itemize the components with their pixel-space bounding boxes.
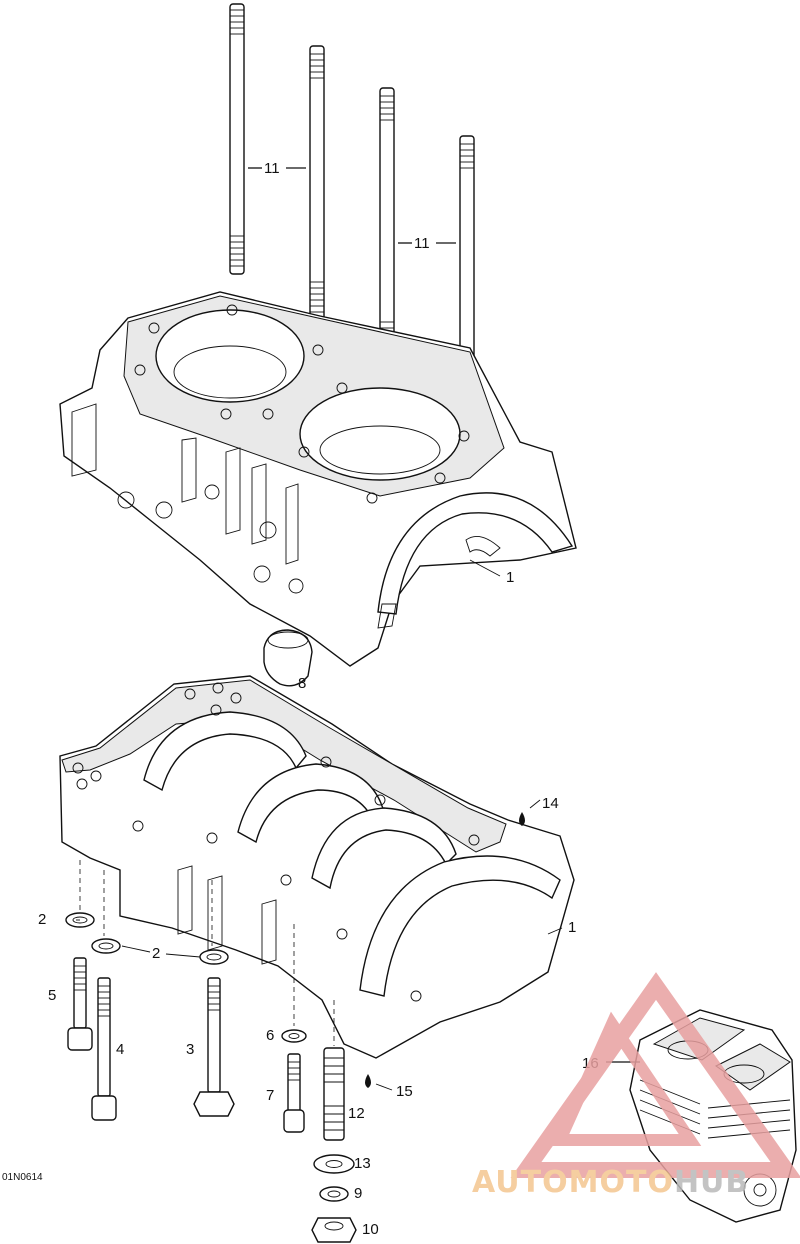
callout-1-lower: 1 <box>568 919 576 936</box>
washer-13 <box>313 1154 355 1174</box>
nut-10 <box>311 1217 357 1243</box>
screw-5 <box>67 957 93 1051</box>
svg-text:AUTOMOTOHUB: AUTOMOTOHUB <box>472 1165 749 1200</box>
callout-11-left: 11 <box>264 160 280 177</box>
bolt-3 <box>193 977 235 1117</box>
callout-1-upper: 1 <box>506 569 514 586</box>
callout-14: 14 <box>542 795 559 812</box>
callout-2-left: 2 <box>38 911 46 928</box>
callout-8: 8 <box>298 675 306 692</box>
callout-15: 15 <box>396 1083 413 1100</box>
callout-7: 7 <box>266 1087 274 1104</box>
callout-13: 13 <box>354 1155 371 1172</box>
stud-12 <box>323 1047 345 1141</box>
callout-3: 3 <box>186 1041 194 1058</box>
lower-crankcase <box>59 675 575 1059</box>
lock-washer-2-c <box>199 949 229 965</box>
washer-6 <box>281 1029 307 1043</box>
callout-10: 10 <box>362 1221 379 1238</box>
callout-11-right: 11 <box>414 235 430 252</box>
leader-lines <box>76 559 563 1091</box>
lock-washer-2-b <box>91 938 121 954</box>
stud-11-c <box>379 87 395 361</box>
plug-8 <box>263 629 313 687</box>
callout-4: 4 <box>116 1041 124 1058</box>
callout-12: 12 <box>348 1105 365 1122</box>
stud-11-a <box>229 3 245 275</box>
stud-11-b <box>309 45 325 321</box>
drawing-code: 01N0614 <box>2 1172 43 1183</box>
sealant-drop-14 <box>519 812 525 826</box>
callout-5: 5 <box>48 987 56 1004</box>
screw-7 <box>283 1053 305 1133</box>
callout-9: 9 <box>354 1185 362 1202</box>
callout-2-mid: 2 <box>152 945 160 962</box>
watermark-logo: AUTOMOTOHUB <box>472 972 800 1200</box>
callout-6: 6 <box>266 1027 274 1044</box>
lock-washer-9 <box>319 1186 349 1202</box>
screw-4 <box>91 977 117 1121</box>
upper-crankcase <box>59 291 577 667</box>
sealant-drop-15 <box>365 1074 371 1088</box>
